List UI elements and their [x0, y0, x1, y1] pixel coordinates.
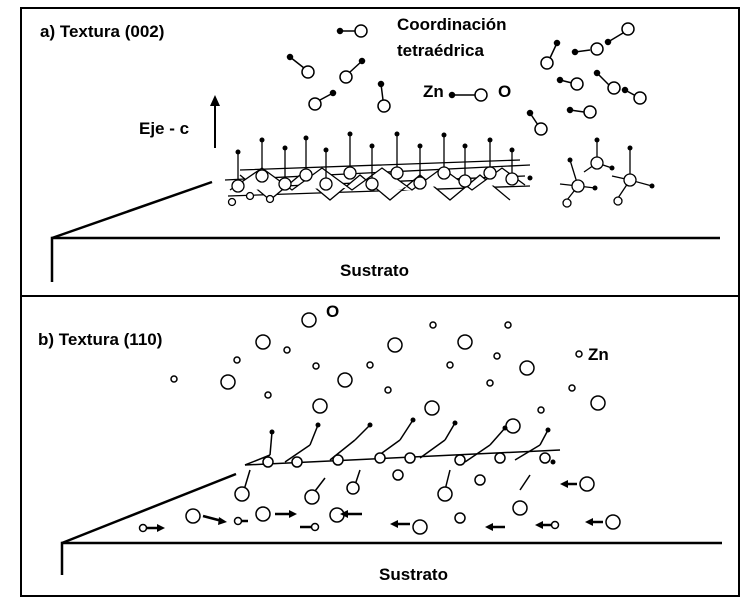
o-label-b: O	[326, 302, 340, 321]
c-axis-arrow	[210, 95, 220, 148]
o-label-a: O	[498, 82, 512, 101]
substrate-b-label: Sustrato	[379, 565, 448, 584]
panel-a-crystal-layer	[224, 131, 655, 208]
panel-divider	[20, 295, 740, 297]
substrate-a-perspective	[51, 180, 213, 240]
zn-label-b: Zn	[588, 345, 609, 364]
panel-b-growth-layer	[138, 417, 621, 535]
substrate-b-perspective	[61, 472, 237, 545]
panel-b-title: b) Textura (110)	[38, 330, 163, 349]
panel-a-title: a) Textura (002)	[40, 22, 165, 41]
zn-label-a: Zn	[423, 82, 444, 101]
coordination-label-line1: Coordinación	[397, 15, 507, 34]
panel-b-atoms	[170, 312, 606, 434]
figure-border	[20, 7, 740, 597]
coordination-label-line2: tetraédrica	[397, 41, 484, 60]
c-axis-label: Eje - c	[139, 119, 190, 138]
panel-a-molecules	[286, 22, 647, 136]
substrate-a-label: Sustrato	[340, 261, 409, 280]
